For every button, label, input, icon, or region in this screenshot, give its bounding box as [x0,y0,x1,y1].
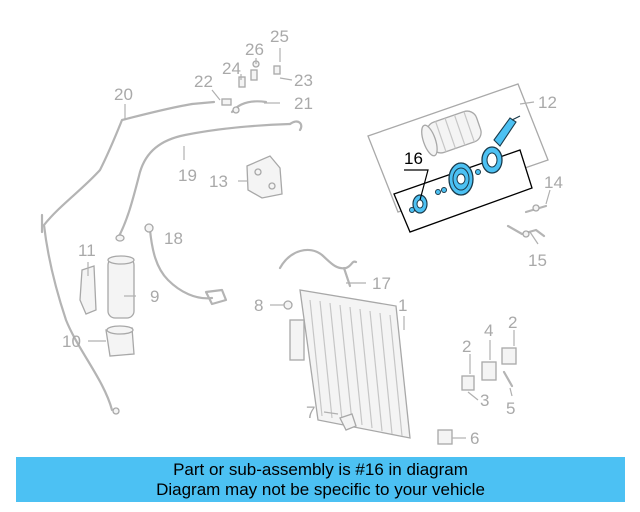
line-19 [115,120,303,242]
hose-21 [230,100,268,114]
callout-4: 4 [484,321,493,340]
callout-5: 5 [506,399,515,418]
callout-10: 10 [62,332,81,351]
callout-13: 13 [209,172,228,191]
clutch-shims [435,187,447,195]
callout-24: 24 [222,59,241,78]
callout-6: 6 [470,429,479,448]
callout-7: 7 [306,403,315,422]
callout-14: 14 [544,173,563,192]
compressor-assembly-12 [367,83,549,213]
callout-11: 11 [78,241,96,260]
banner-line-2: Diagram may not be specific to your vehi… [156,480,485,499]
bracket-13 [246,155,283,199]
callout-2-right: 2 [508,313,517,332]
clutch-plate [412,194,428,214]
fittings-14-15 [506,204,548,238]
hose-18 [144,223,228,306]
callout-8-visible: 8 [254,296,263,315]
callout-3: 3 [480,391,489,410]
callout-1: 1 [398,296,407,315]
clutch-pulley [448,162,474,196]
callout-2-left: 2 [462,337,471,356]
callout-25: 25 [270,27,289,46]
callout-23: 23 [294,71,313,90]
line-17 [278,248,358,288]
ac-parts-diagram: 20 19 21 22 24 26 25 23 13 11 9 10 18 17… [40,27,563,448]
callout-21: 21 [294,94,313,113]
callout-12: 12 [538,93,557,112]
receiver-drier-9 [107,255,135,319]
callout-9: 9 [150,287,159,306]
callout-20: 20 [114,85,133,104]
callout-22: 22 [194,72,213,91]
callout-17: 17 [372,274,391,293]
info-banner: Part or sub-assembly is #16 in diagram D… [16,457,625,502]
leader-lines [87,48,551,439]
callout-19: 19 [178,166,197,185]
small-parts-2-8 [283,300,517,445]
callout-26: 26 [245,40,264,59]
cap-10 [105,325,135,357]
fittings-22-26 [221,60,281,106]
banner-line-1: Part or sub-assembly is #16 in diagram [173,460,468,479]
condenser-1 [289,289,411,439]
callout-18: 18 [164,229,183,248]
bracket-11 [79,265,97,315]
clutch-coil [481,115,521,174]
callout-15: 15 [528,251,547,270]
callout-16: 16 [404,149,423,168]
clutch-assembly-16 [393,115,533,233]
callout-labels: 20 19 21 22 24 26 25 23 13 11 9 10 18 17… [62,27,563,448]
